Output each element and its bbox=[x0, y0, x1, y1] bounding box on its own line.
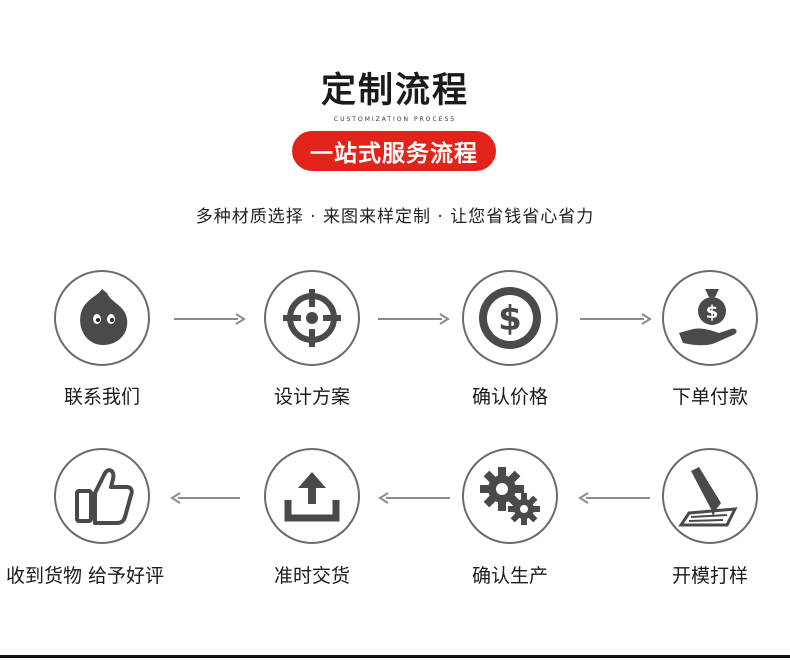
step-7-label: 准时交货 bbox=[273, 565, 350, 587]
arrow-right-1 bbox=[174, 313, 246, 325]
arrow-left-3 bbox=[578, 492, 650, 504]
step-5-label: 开模打样 bbox=[671, 565, 748, 587]
step-8-label: 收到货物 给予好评 bbox=[6, 565, 165, 587]
pen-paper-icon bbox=[678, 467, 738, 527]
thumbs-up-icon bbox=[75, 468, 134, 525]
step-1-circle bbox=[54, 270, 150, 366]
page-title: 定制流程 bbox=[320, 71, 469, 111]
bottom-divider bbox=[0, 655, 790, 658]
step-7-circle bbox=[264, 448, 360, 544]
target-crosshair-icon bbox=[283, 289, 341, 347]
step-6-circle bbox=[462, 448, 558, 544]
arrow-right-3 bbox=[580, 313, 652, 325]
dollar-coin-icon: $ bbox=[479, 287, 541, 349]
chat-bubble-icon bbox=[80, 289, 128, 345]
svg-text:$: $ bbox=[706, 302, 719, 323]
upload-icon bbox=[284, 472, 340, 522]
step-4-label: 下单付款 bbox=[671, 386, 748, 408]
page-subtitle: CUSTOMIZATION PROCESS bbox=[333, 116, 457, 123]
step-5-circle bbox=[662, 448, 758, 544]
step-4-circle: $ bbox=[662, 270, 758, 366]
arrow-left-1 bbox=[170, 492, 240, 504]
step-2-label: 设计方案 bbox=[273, 386, 350, 408]
step-6-label: 确认生产 bbox=[471, 565, 548, 587]
step-1-label: 联系我们 bbox=[63, 386, 140, 408]
arrow-left-2 bbox=[378, 492, 450, 504]
arrow-right-2 bbox=[378, 313, 450, 325]
step-3-label: 确认价格 bbox=[471, 386, 548, 408]
step-3-circle: $ bbox=[462, 270, 558, 366]
service-badge: 一站式服务流程 bbox=[292, 131, 496, 171]
step-2-circle bbox=[264, 270, 360, 366]
gears-icon bbox=[480, 467, 540, 525]
step-8-circle bbox=[54, 448, 150, 544]
svg-text:$: $ bbox=[498, 299, 522, 339]
tagline: 多种材质选择 · 来图来样定制 · 让您省钱省心省力 bbox=[195, 207, 595, 227]
money-bag-hand-icon: $ bbox=[679, 289, 737, 346]
